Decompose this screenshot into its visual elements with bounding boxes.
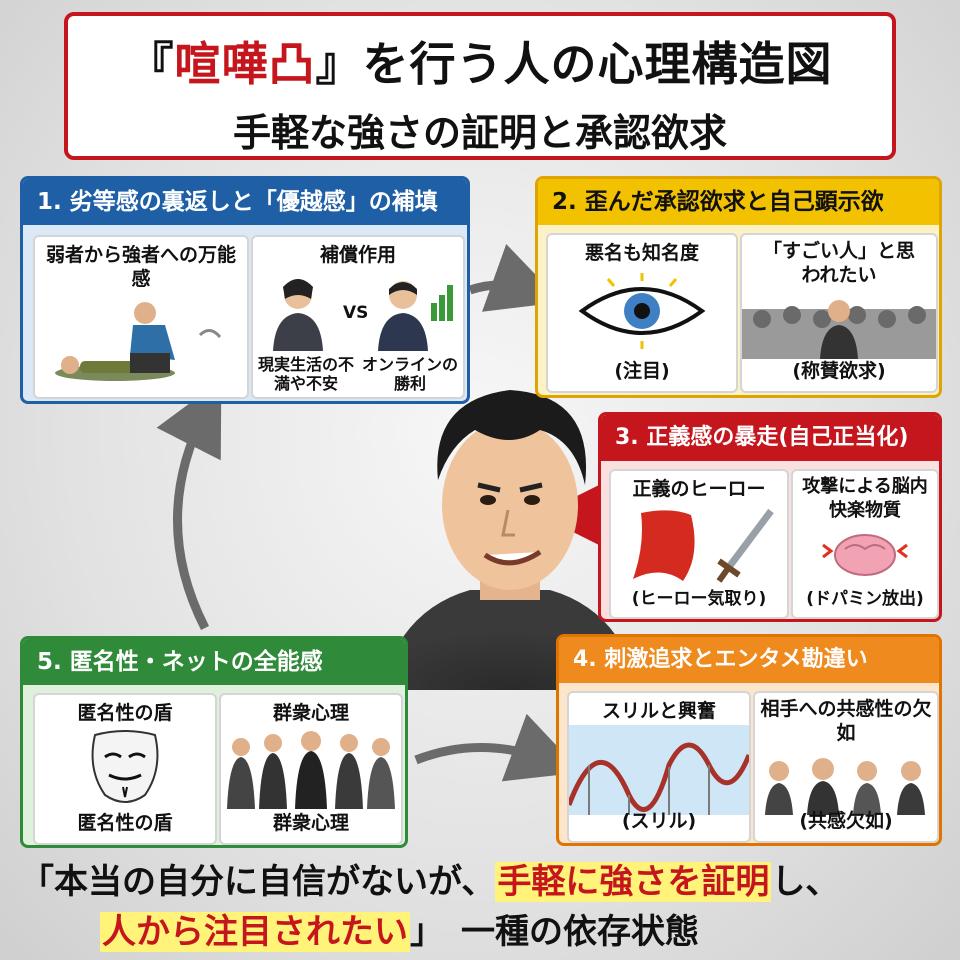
panel-2-left-card: 悪名も知名度 (注目)	[546, 233, 738, 393]
panel-4-left-label: スリルと興奮	[601, 700, 716, 722]
title-rest: 』を行う人の心理構造図	[315, 37, 833, 91]
panel-1-left-card: 弱者から強者への万能感	[33, 235, 249, 399]
panel-4-thrill: 4. 刺激追求とエンタメ勘違い スリルと興奮 (スリル) 相手への共感性の欠如 …	[556, 634, 942, 846]
title-line-2: 手軽な強さの証明と承認欲求	[232, 111, 727, 155]
panel-3-justice: 3. 正義感の暴走(自己正当化) 正義のヒーロー (ヒーロー気取り) 攻撃による…	[598, 412, 942, 622]
panel-1-right-card: 補償作用 VS 現実生活の不満や不安 オンラインの勝利	[251, 235, 465, 399]
compensation-comparison-icon	[273, 279, 453, 351]
title-line-1: 『喧嘩凸』を行う人の心理構造図	[68, 28, 892, 94]
panel-2-left-caption: (注目)	[614, 360, 670, 382]
panel-1-header: 1. 劣等感の裏返しと「優越感」の補填	[23, 179, 467, 225]
cape-and-sword-icon	[633, 508, 774, 583]
panel-1-right-label: 補償作用	[319, 244, 396, 266]
panel-5-right-caption: 群衆心理	[272, 812, 349, 834]
panel-4-right-label: 相手への共感性の欠如	[760, 698, 932, 744]
brain-icon	[822, 534, 908, 576]
panel-3-right-caption: (ドパミン放出)	[806, 589, 924, 609]
panel-4-right-card: 相手への共感性の欠如 (共感欠如)	[753, 691, 939, 843]
panel-5-left-caption: 匿名性の盾	[77, 812, 173, 834]
bottom-line-1-text-b: し、	[771, 862, 840, 902]
panel-3-left-card: 正義のヒーロー (ヒーロー気取り)	[609, 469, 789, 619]
bottom-line-1-highlight: 手軽に強さを証明	[495, 862, 772, 902]
cheering-crowd-icon	[742, 300, 936, 359]
bottom-line-1-text-a: 「本当の自分に自信がないが、	[20, 862, 496, 902]
panel-1-caption-right: オンラインの勝利	[361, 355, 458, 393]
panel-4-right-caption: (共感欠如)	[799, 810, 893, 832]
indifferent-people-icon	[765, 758, 925, 815]
panel-5-right-card: 群衆心理 群衆心理	[219, 693, 403, 845]
panel-4-left-card: スリルと興奮 (スリル)	[567, 691, 751, 843]
title-keyword: 喧嘩凸	[174, 37, 316, 91]
arrow-5-to-1	[156, 379, 222, 631]
panel-2-right-caption: (称賛欲求)	[792, 360, 886, 382]
panel-1-left-label: 弱者から強者への万能感	[45, 244, 236, 290]
bottom-line-2-text: 」 一種の依存状態	[410, 912, 699, 952]
panel-3-header: 3. 正義感の暴走(自己正当化)	[601, 415, 939, 461]
vs-label: VS	[343, 303, 369, 323]
fight-scene-icon	[55, 302, 222, 381]
title-bracket-open: 『	[127, 37, 175, 91]
panel-3-right-label: 攻撃による脳内快楽物質	[802, 476, 928, 521]
panel-1-inferiority: 1. 劣等感の裏返しと「優越感」の補填 弱者から強者への万能感 補償作用 VS …	[20, 176, 470, 404]
panel-2-right-label: 「すごい人」と思われたい	[762, 240, 915, 286]
roller-coaster-icon	[569, 725, 749, 815]
panel-3-right-card: 攻撃による脳内快楽物質 (ドパミン放出)	[791, 469, 939, 619]
eye-icon	[578, 273, 706, 349]
crowd-icon	[227, 731, 395, 809]
bottom-line-2-highlight: 人から注目されたい	[100, 912, 410, 952]
title-box: 『喧嘩凸』を行う人の心理構造図 手軽な強さの証明と承認欲求	[64, 12, 896, 160]
panel-2-left-label: 悪名も知名度	[584, 242, 699, 264]
anonymous-mask-icon	[91, 730, 159, 803]
panel-2-right-card: 「すごい人」と思われたい (称賛欲求)	[740, 233, 938, 393]
panel-4-left-caption: (スリル)	[621, 810, 697, 832]
bottom-message-line-1: 「本当の自分に自信がないが、手軽に強さを証明し、	[20, 856, 950, 908]
panel-1-caption-left: 現実生活の不満や不安	[257, 355, 354, 393]
panel-3-left-label: 正義のヒーロー	[632, 478, 766, 500]
panel-3-left-caption: (ヒーロー気取り)	[631, 589, 767, 609]
arrow-1-to-2	[468, 243, 562, 312]
panel-2-header: 2. 歪んだ承認欲求と自己顕示欲	[538, 179, 939, 225]
panel-5-left-label: 匿名性の盾	[77, 702, 173, 724]
arrow-4-5	[414, 713, 582, 782]
bottom-message-line-2: 人から注目されたい」 一種の依存状態	[100, 906, 900, 958]
panel-5-anonymity: 5. 匿名性・ネットの全能感 匿名性の盾 匿名性の盾 群衆心理 群衆心理	[20, 636, 408, 848]
panel-2-approval: 2. 歪んだ承認欲求と自己顕示欲 悪名も知名度 (注目) 「すごい人」と思われた…	[535, 176, 942, 398]
panel-5-right-label: 群衆心理	[272, 702, 349, 724]
panel-4-header: 4. 刺激追求とエンタメ勘違い	[559, 637, 939, 683]
panel-5-left-card: 匿名性の盾 匿名性の盾	[33, 693, 217, 845]
panel-5-header: 5. 匿名性・ネットの全能感	[23, 639, 405, 685]
